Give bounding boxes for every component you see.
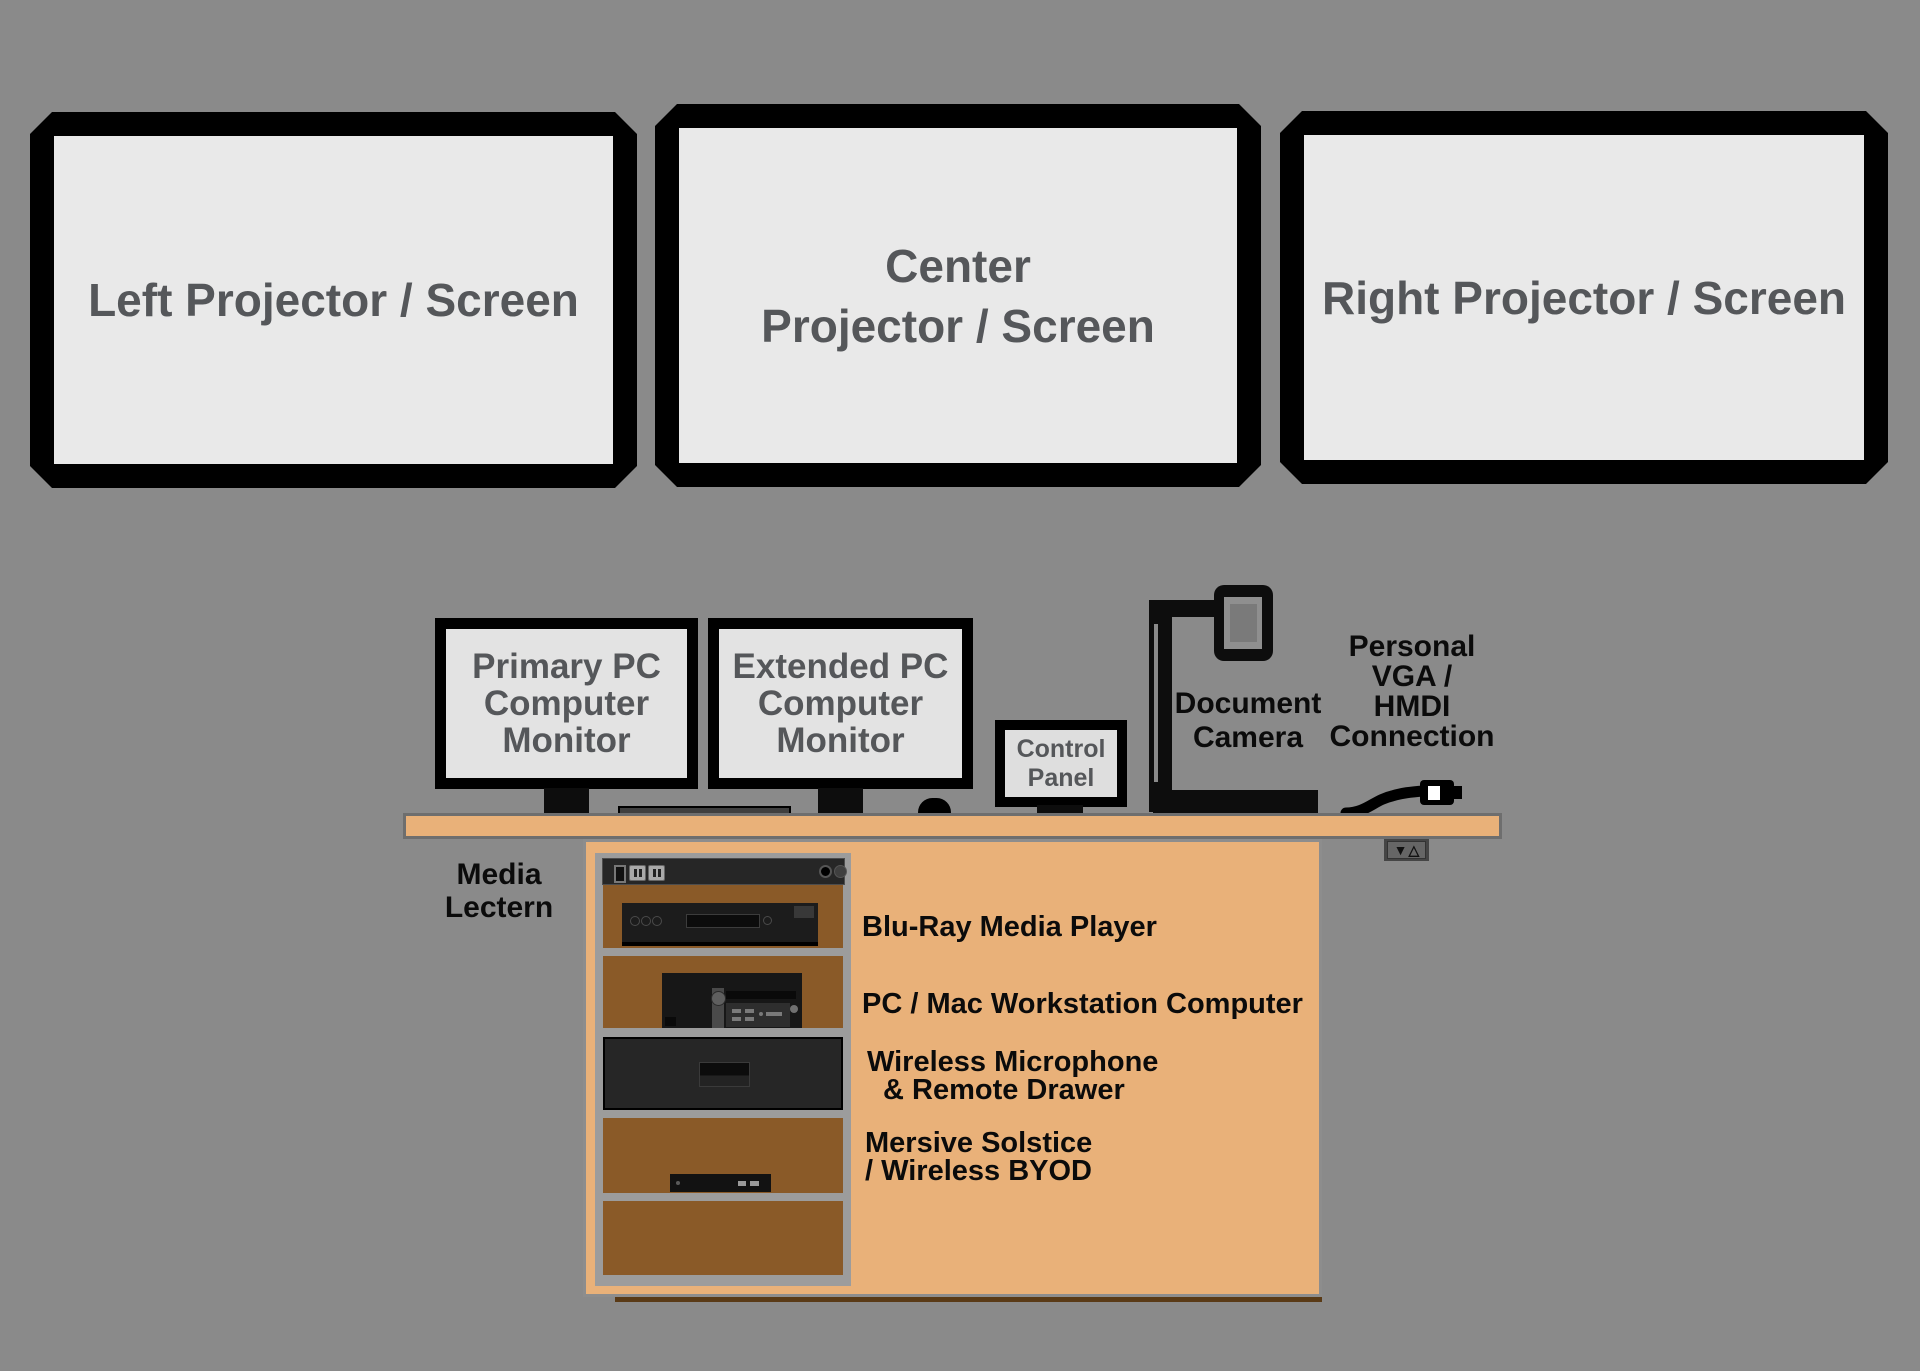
workstation-label: PC / Mac Workstation Computer — [862, 988, 1303, 1020]
control-panel-stand — [1037, 805, 1083, 815]
mouse — [918, 798, 951, 815]
mersive-led-icon — [676, 1181, 680, 1185]
personal-connection-label: Personal VGA / HMDI Connection — [1324, 632, 1500, 752]
document-camera-label-line2: Camera — [1192, 721, 1304, 754]
left-projector-screen-surface: Left Projector / Screen — [54, 136, 613, 464]
drawer-handle — [699, 1062, 750, 1087]
cabinet-shadow — [615, 1297, 1322, 1302]
power-switch-icon — [614, 865, 626, 883]
bluray-display-panel — [794, 906, 814, 918]
primary-pc-monitor-label-line2: Computer — [483, 684, 650, 723]
power-outlet-icon — [629, 865, 646, 881]
pc-vent — [665, 1017, 676, 1026]
document-camera-lens — [1230, 604, 1257, 642]
bluray-disc-tray — [686, 914, 760, 928]
height-up-icon: △ — [1408, 842, 1420, 858]
rack-shelf-empty — [603, 1201, 843, 1275]
card-slot-icon — [766, 1012, 782, 1016]
vga-hdmi-cable — [1340, 780, 1462, 818]
primary-pc-monitor: Primary PC Computer Monitor — [435, 618, 698, 789]
personal-connection-label-line1: Personal — [1348, 630, 1476, 663]
power-button-icon — [819, 865, 832, 878]
bluray-eject-button-icon — [763, 916, 772, 925]
mersive-port-icon — [738, 1181, 746, 1186]
extended-pc-monitor-surface: Extended PC Computer Monitor — [719, 629, 962, 778]
usb-port-icon — [745, 1009, 754, 1013]
right-projector-screen-surface: Right Projector / Screen — [1304, 135, 1864, 460]
personal-connection-label-line2: VGA / — [1371, 660, 1453, 693]
pc-disc-slot — [726, 991, 796, 999]
center-projector-screen: Center Projector / Screen — [655, 104, 1261, 487]
mersive-label-line1: Mersive Solstice — [865, 1127, 1093, 1159]
document-camera-base — [1153, 790, 1318, 815]
bluray-led-icon — [641, 916, 651, 926]
mersive-label-line2: / Wireless BYOD — [865, 1155, 1092, 1187]
bluray-player-device — [622, 903, 818, 946]
control-panel-label-line2: Panel — [1027, 763, 1095, 792]
pc-button-icon — [790, 1005, 798, 1013]
desk-height-switch: ▼ △ — [1384, 839, 1429, 861]
desk-height-switch-face: ▼ △ — [1387, 841, 1426, 859]
microphone-remote-drawer — [603, 1037, 843, 1110]
control-panel-surface: Control Panel — [1005, 730, 1117, 797]
equipment-rack — [595, 853, 851, 1286]
media-lectern-label-line1: Media — [456, 858, 542, 891]
right-projector-screen-label: Right Projector / Screen — [1321, 271, 1846, 324]
extended-pc-monitor-label-line1: Extended PC — [732, 647, 949, 686]
left-projector-screen-label: Left Projector / Screen — [88, 274, 579, 326]
usb-port-icon — [732, 1017, 741, 1021]
mersive-port-icon — [750, 1181, 759, 1186]
power-indicator-icon — [834, 865, 847, 878]
microphone-drawer-label-line1: Wireless Microphone — [867, 1046, 1159, 1078]
rack-power-strip — [602, 858, 847, 885]
primary-pc-monitor-surface: Primary PC Computer Monitor — [446, 629, 687, 778]
control-panel-label-line1: Control — [1016, 734, 1106, 763]
pc-power-button-icon — [711, 991, 726, 1006]
height-down-icon: ▼ — [1393, 842, 1408, 858]
personal-connection-label-line4: Connection — [1329, 720, 1495, 753]
workstation-computer-device — [662, 973, 802, 1028]
media-lectern-label: Media Lectern — [419, 858, 579, 924]
extended-pc-monitor: Extended PC Computer Monitor — [708, 618, 973, 789]
center-projector-screen-label-line2: Projector / Screen — [761, 299, 1155, 352]
media-lectern-label-line2: Lectern — [444, 891, 554, 924]
extended-pc-monitor-label-line2: Computer — [757, 684, 924, 723]
center-projector-screen-label-line1: Center — [885, 239, 1031, 292]
mersive-solstice-device — [670, 1174, 771, 1192]
primary-pc-monitor-label-line1: Primary PC — [472, 647, 661, 686]
primary-pc-monitor-label-line3: Monitor — [502, 721, 631, 760]
bluray-label: Blu-Ray Media Player — [862, 911, 1157, 943]
extended-pc-monitor-label-line3: Monitor — [776, 721, 905, 760]
document-camera-label-line1: Document — [1174, 687, 1322, 720]
mersive-label: Mersive Solstice / Wireless BYOD — [865, 1127, 1093, 1187]
bluray-led-icon — [630, 916, 640, 926]
audio-jack-icon — [759, 1012, 763, 1016]
usb-port-icon — [745, 1017, 754, 1021]
usb-port-icon — [732, 1009, 741, 1013]
bluray-led-icon — [652, 916, 662, 926]
right-projector-screen: Right Projector / Screen — [1280, 111, 1888, 484]
primary-monitor-stand — [544, 788, 589, 815]
center-projector-screen-surface: Center Projector / Screen — [679, 128, 1237, 463]
control-panel: Control Panel — [995, 720, 1127, 807]
document-camera-label: Document Camera — [1160, 687, 1336, 755]
left-projector-screen: Left Projector / Screen — [30, 112, 637, 488]
lectern-desk-surface — [403, 813, 1502, 839]
personal-connection-label-line3: HMDI — [1373, 690, 1451, 723]
microphone-drawer-label-line2: & Remote Drawer — [883, 1074, 1125, 1106]
microphone-drawer-label: Wireless Microphone & Remote Drawer — [867, 1046, 1159, 1106]
power-outlet-icon — [648, 865, 665, 881]
document-camera-post-highlight — [1154, 624, 1158, 782]
extended-monitor-stand — [818, 788, 863, 815]
